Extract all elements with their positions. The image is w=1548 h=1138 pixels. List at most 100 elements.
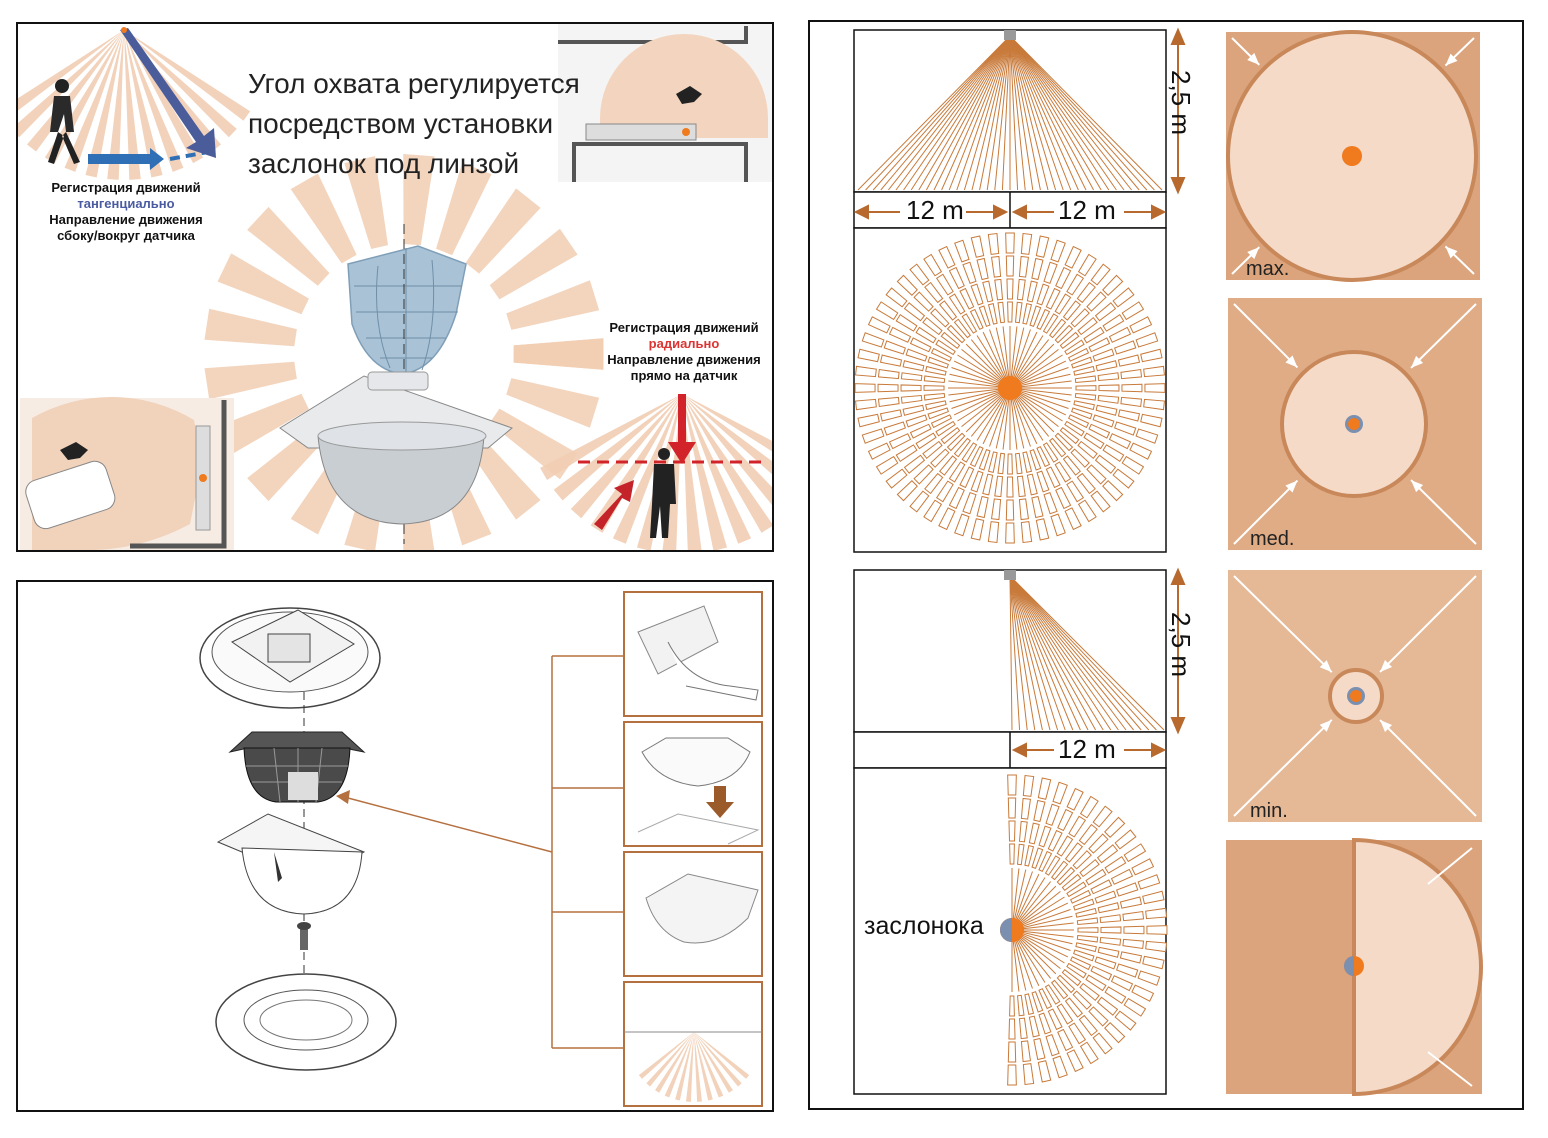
arrow-head xyxy=(1319,719,1332,732)
beam-segment xyxy=(1045,466,1061,489)
beam-segment xyxy=(1064,842,1084,863)
height-label-half: 2,5 m xyxy=(1166,612,1196,678)
beam-segment xyxy=(883,421,906,436)
beam-segment xyxy=(1122,910,1145,922)
beam-segment xyxy=(1047,1008,1063,1031)
beam-segment xyxy=(1094,454,1117,474)
beam-segment xyxy=(1064,997,1084,1018)
beam-segment xyxy=(900,384,922,392)
beam-segment xyxy=(1129,442,1153,460)
beam-segment xyxy=(994,278,1004,301)
beam-segment xyxy=(1092,348,1115,362)
detection-illustration xyxy=(18,24,772,550)
beam-ray xyxy=(1009,35,1034,191)
beam-segment xyxy=(1094,302,1117,322)
beam-ray xyxy=(465,188,541,274)
beam-segment xyxy=(1131,984,1155,1002)
beam-ray xyxy=(1009,575,1104,731)
beam-ray xyxy=(64,30,124,172)
beam-segment xyxy=(1088,1006,1109,1027)
beam-segment xyxy=(896,274,918,296)
beam-ray xyxy=(1009,575,1013,731)
sensor-module xyxy=(216,813,366,915)
beam-segment xyxy=(935,480,954,503)
beam-segment xyxy=(1077,927,1099,933)
beam-segment xyxy=(1121,301,1145,321)
beam-segment xyxy=(1016,278,1026,301)
beam-segment xyxy=(924,281,944,304)
beam-segment xyxy=(1110,975,1134,992)
shutter-direction-arrows xyxy=(1231,37,1477,1087)
beam-ray xyxy=(1009,35,1125,191)
beam-ray xyxy=(1009,575,1112,731)
beam-ray xyxy=(18,30,124,138)
beam-ray xyxy=(204,308,297,347)
beam-segment xyxy=(1005,499,1015,521)
beam-ray xyxy=(1009,35,1057,191)
beam-segment xyxy=(990,498,1002,521)
beam-ray xyxy=(682,394,772,533)
white-arrow-icon xyxy=(1410,303,1477,369)
beam-segment xyxy=(1044,984,1061,1005)
beam-ray xyxy=(1009,35,1087,191)
beam-segment xyxy=(1076,281,1096,304)
beam-segment xyxy=(1052,1055,1068,1079)
arrow-head xyxy=(1247,247,1260,260)
beam-segment xyxy=(1121,383,1143,393)
beam-segment xyxy=(1145,940,1168,953)
beam-ray xyxy=(1009,575,1043,731)
beam-segment xyxy=(997,452,1005,475)
beam-ray xyxy=(1009,575,1066,731)
beam-segment xyxy=(1015,452,1023,475)
beam-segment xyxy=(1042,442,1059,463)
beam-segment xyxy=(1146,925,1168,935)
beam-segment xyxy=(1096,844,1119,864)
beam-segment xyxy=(930,347,953,362)
beam-ray xyxy=(612,394,682,544)
beam-segment xyxy=(1057,1028,1074,1052)
beam-segment xyxy=(903,302,926,322)
beam-ray xyxy=(124,30,251,121)
sensor-icon xyxy=(1004,30,1016,40)
beam-ray xyxy=(1009,35,1140,191)
beam-ray xyxy=(986,35,1011,191)
beam-ray xyxy=(1009,575,1150,731)
beam-segment xyxy=(1077,316,1098,336)
white-arrow-icon xyxy=(1233,575,1333,673)
side-view-half-rays xyxy=(1004,570,1165,731)
beam-segment xyxy=(1114,829,1137,850)
beam-segment xyxy=(948,293,966,315)
step4-beam-fan xyxy=(638,1032,750,1102)
beam-segment xyxy=(1050,979,1069,1000)
beam-segment xyxy=(1088,833,1109,854)
beam-ray xyxy=(44,30,124,164)
beam-segment xyxy=(1056,835,1074,857)
beam-ray xyxy=(217,393,309,455)
beam-segment xyxy=(1045,803,1060,826)
beam-ray xyxy=(655,1032,694,1093)
beam-segment xyxy=(895,313,918,332)
beam-segment xyxy=(1076,935,1099,943)
beam-segment xyxy=(1033,799,1046,823)
beam-segment xyxy=(1006,476,1014,498)
beam-segment xyxy=(1092,1032,1113,1055)
beam-segment xyxy=(1102,444,1125,463)
beam-ray xyxy=(694,1032,702,1102)
beam-ray xyxy=(85,30,124,178)
beam-segment xyxy=(1036,308,1051,331)
beam-ray xyxy=(1009,575,1036,731)
beam-ray xyxy=(857,35,1011,191)
beam-segment xyxy=(1052,781,1068,805)
beam-ray xyxy=(247,206,330,286)
beam-segment xyxy=(1072,990,1092,1010)
beam-ray xyxy=(694,1032,750,1079)
beam-segment xyxy=(938,507,956,531)
beam-segment xyxy=(1022,303,1033,325)
beam-ray xyxy=(682,394,752,544)
beam-segment xyxy=(1066,962,1087,979)
height-label-full: 2,5 m xyxy=(1166,70,1196,136)
beam-segment xyxy=(1018,820,1028,843)
caption-line: прямо на датчик xyxy=(630,368,738,383)
beam-segment xyxy=(1066,480,1085,503)
sensor-base-housing xyxy=(279,371,513,525)
